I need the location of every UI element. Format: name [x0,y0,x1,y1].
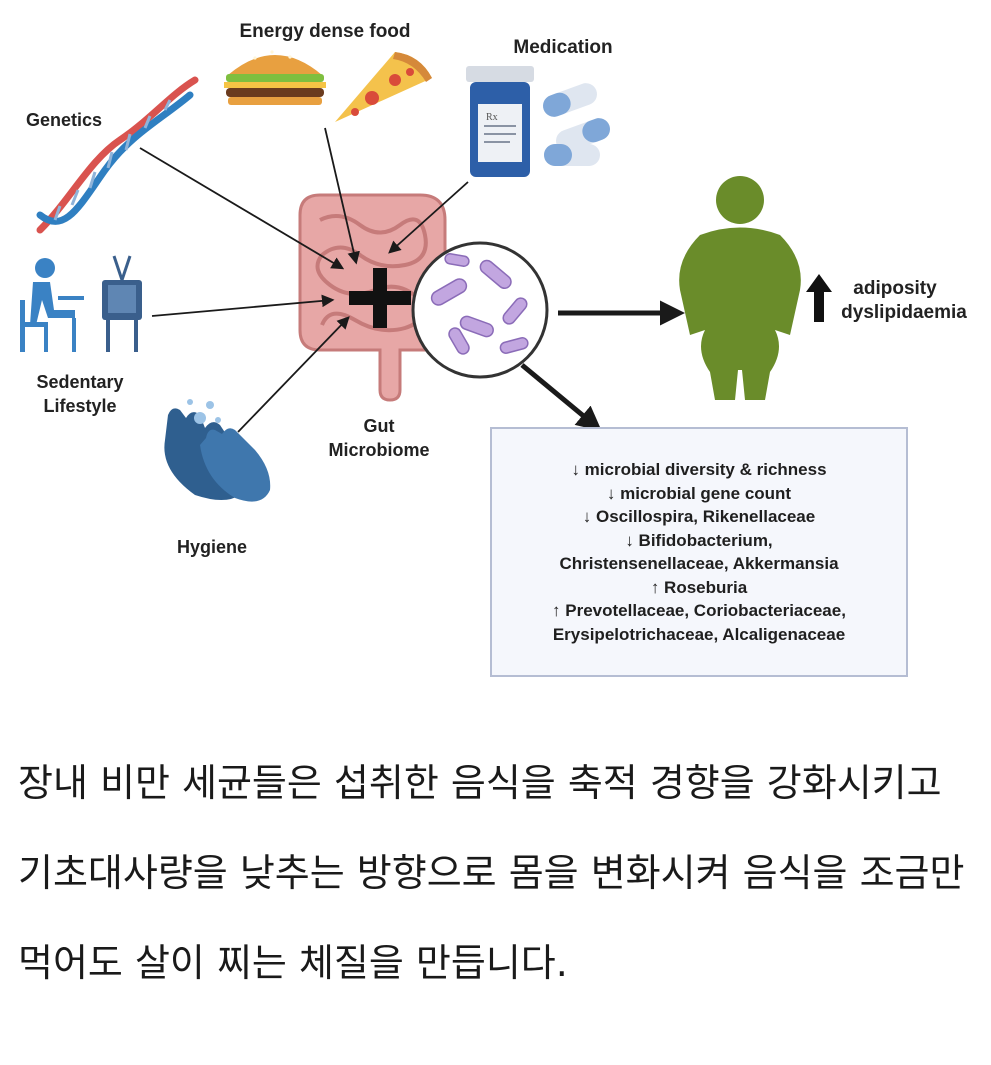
hygiene-label: Hygiene [177,537,247,557]
capsule-icon [543,83,610,166]
arrow-to-findings [520,363,602,432]
finding-line: Christensenellaceae, Akkermansia [559,554,839,573]
energy-dense-food-label: Energy dense food [239,21,410,42]
finding-line: ↓ microbial gene count [606,483,792,503]
finding-line: Erysipelotrichaceae, Alcaligenaceae [552,624,846,644]
sedentary-label-line2: Lifestyle [43,396,116,416]
microbiome-findings-box: ↓ microbial diversity & richness ↓ micro… [490,427,908,677]
bacteria-magnifier-icon [411,241,549,379]
cause-arrows [139,127,469,433]
adiposity-label: adiposity [853,278,937,299]
pizza-icon [335,52,432,122]
finding-line: ↓ Oscillospira, Rikenellaceae [582,507,816,526]
svg-text:Rx: Rx [486,112,498,123]
dna-icon [36,76,199,234]
finding-line: ↓ microbial diversity & richness [571,460,827,479]
gut-microbiome-diagram: Energy dense food Medication Genetics Se… [20,21,967,557]
hand-washing-icon [164,399,271,502]
person-at-desk-icon [20,258,84,352]
tv-icon [102,255,142,352]
korean-caption: 장내 비만 세균들은 섭취한 음식을 축적 경향을 강화시키고 기초대사량을 낮… [18,761,965,985]
burger-icon [224,50,326,105]
finding-line: ↑ Prevotellaceae, Coriobacteriaceae, [552,601,846,620]
finding-line: ↓ Bifidobacterium, [625,530,773,550]
obese-person-icon [679,176,801,400]
gut-microbiome-label-line1: Gut [364,416,395,436]
gut-microbiome-label-line2: Microbiome [328,440,429,460]
finding-line: ↑ Roseburia [650,577,748,597]
genetics-label: Genetics [26,110,102,130]
plus-icon [349,268,411,328]
sedentary-label-line1: Sedentary [36,372,123,392]
dyslipidaemia-label: dyslipidaemia [841,302,967,323]
medication-label: Medication [513,37,612,58]
up-arrow-icon [806,274,832,322]
pill-bottle-icon: Rx [466,66,534,177]
